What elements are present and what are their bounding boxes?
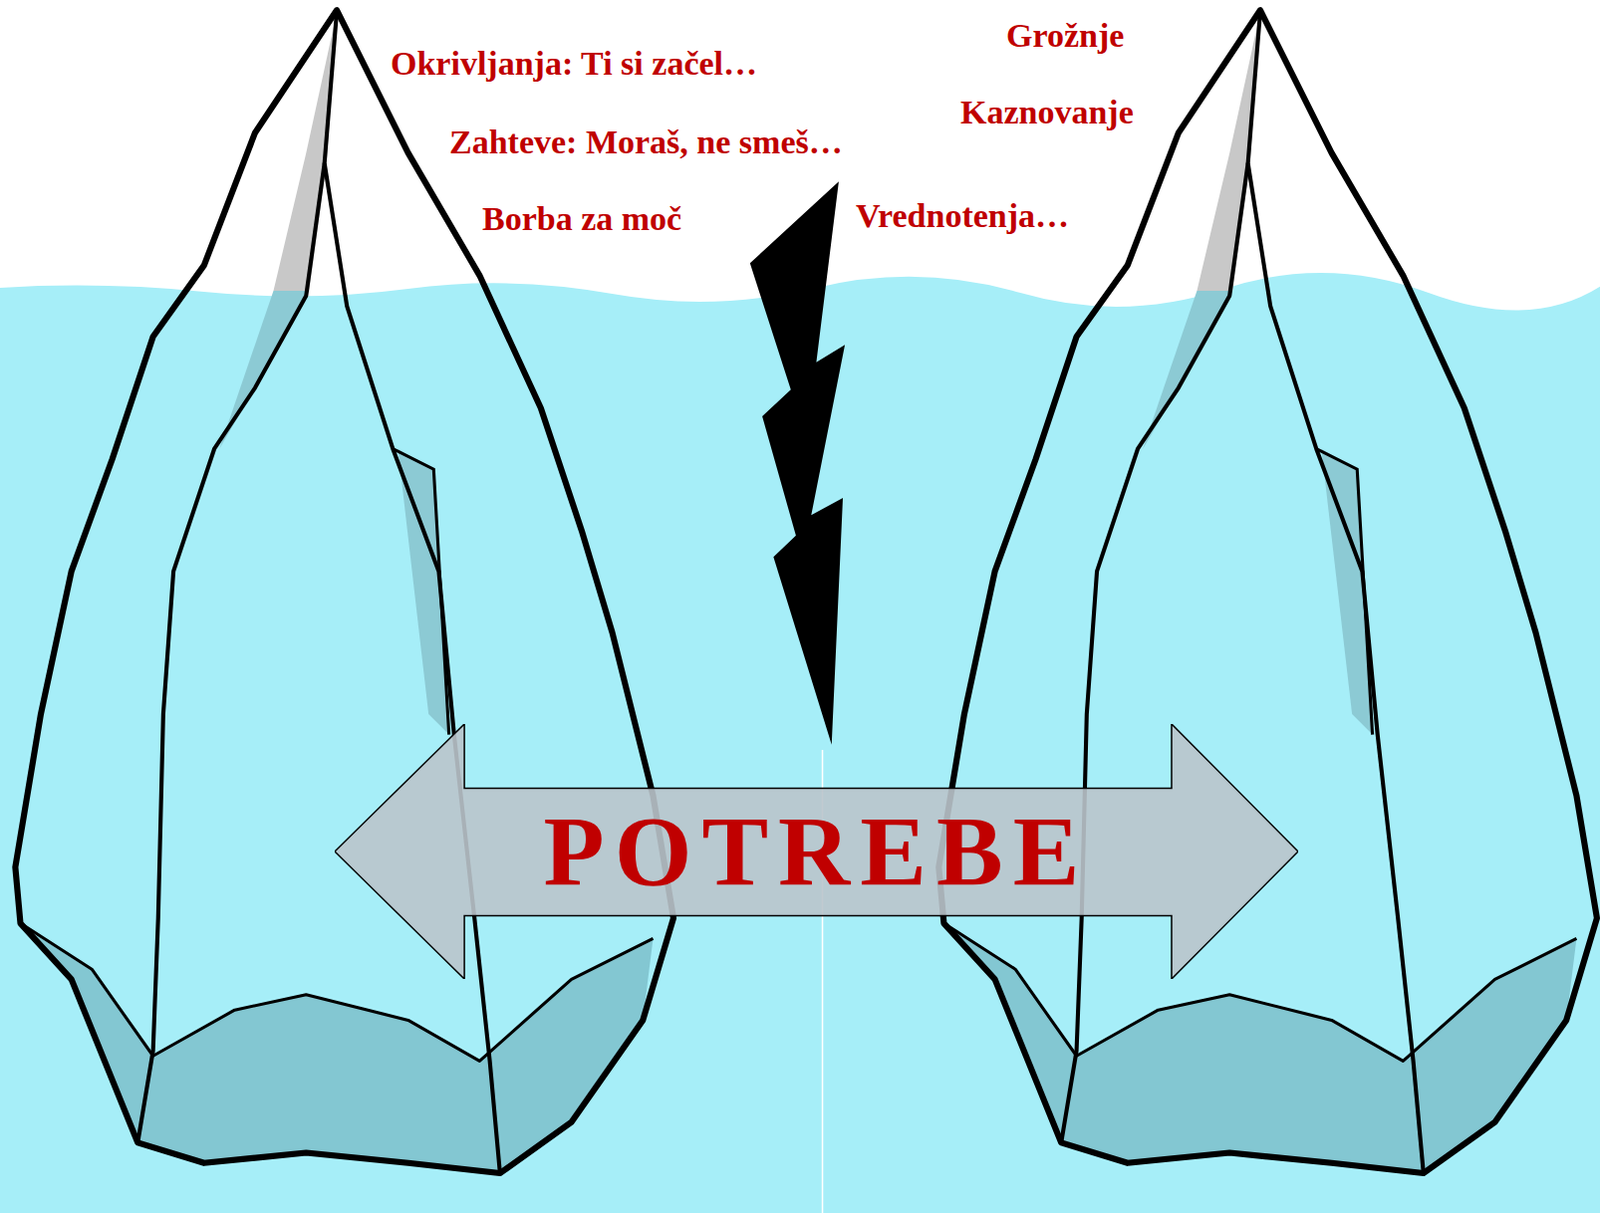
conflict-label: Borba za moč bbox=[479, 199, 685, 239]
conflict-label: Okrivljanja: Ti si začel… bbox=[387, 43, 761, 83]
conflict-label: Kaznovanje bbox=[957, 92, 1137, 132]
lightning-bolt bbox=[750, 181, 845, 745]
iceberg bbox=[14, 9, 674, 1174]
iceberg bbox=[938, 9, 1598, 1174]
needs-arrow: POTREBE bbox=[334, 724, 1299, 980]
conflict-label: Zahteve: Moraš, ne smeš… bbox=[446, 122, 846, 162]
conflict-label: Vrednotenja… bbox=[852, 196, 1072, 236]
needs-label: POTREBE bbox=[543, 801, 1090, 902]
conflict-label: Grožnje bbox=[1003, 15, 1127, 55]
